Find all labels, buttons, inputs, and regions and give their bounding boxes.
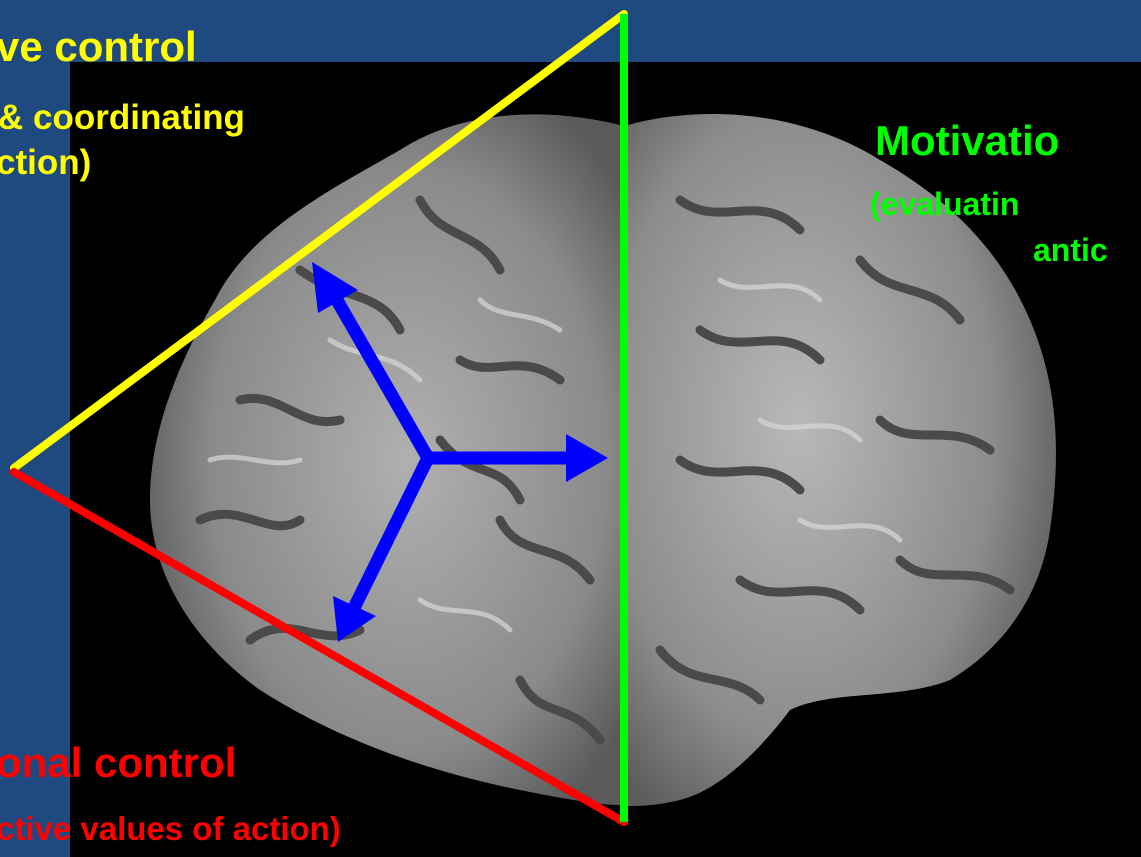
cognitive-control-desc-line2: & coordinating xyxy=(0,100,245,135)
cognitive-control-desc-line3: ction) xyxy=(0,145,91,180)
emotional-control-desc-line2: ctive values of action) xyxy=(0,812,341,845)
emotional-control-title: onal control xyxy=(0,742,236,784)
cognitive-control-title: ve control xyxy=(0,26,197,68)
motivational-control-desc-line2: (evaluatin xyxy=(870,188,1019,220)
motivational-control-title: Motivatio xyxy=(875,120,1059,162)
motivational-control-desc-line3: antic xyxy=(1033,234,1108,266)
